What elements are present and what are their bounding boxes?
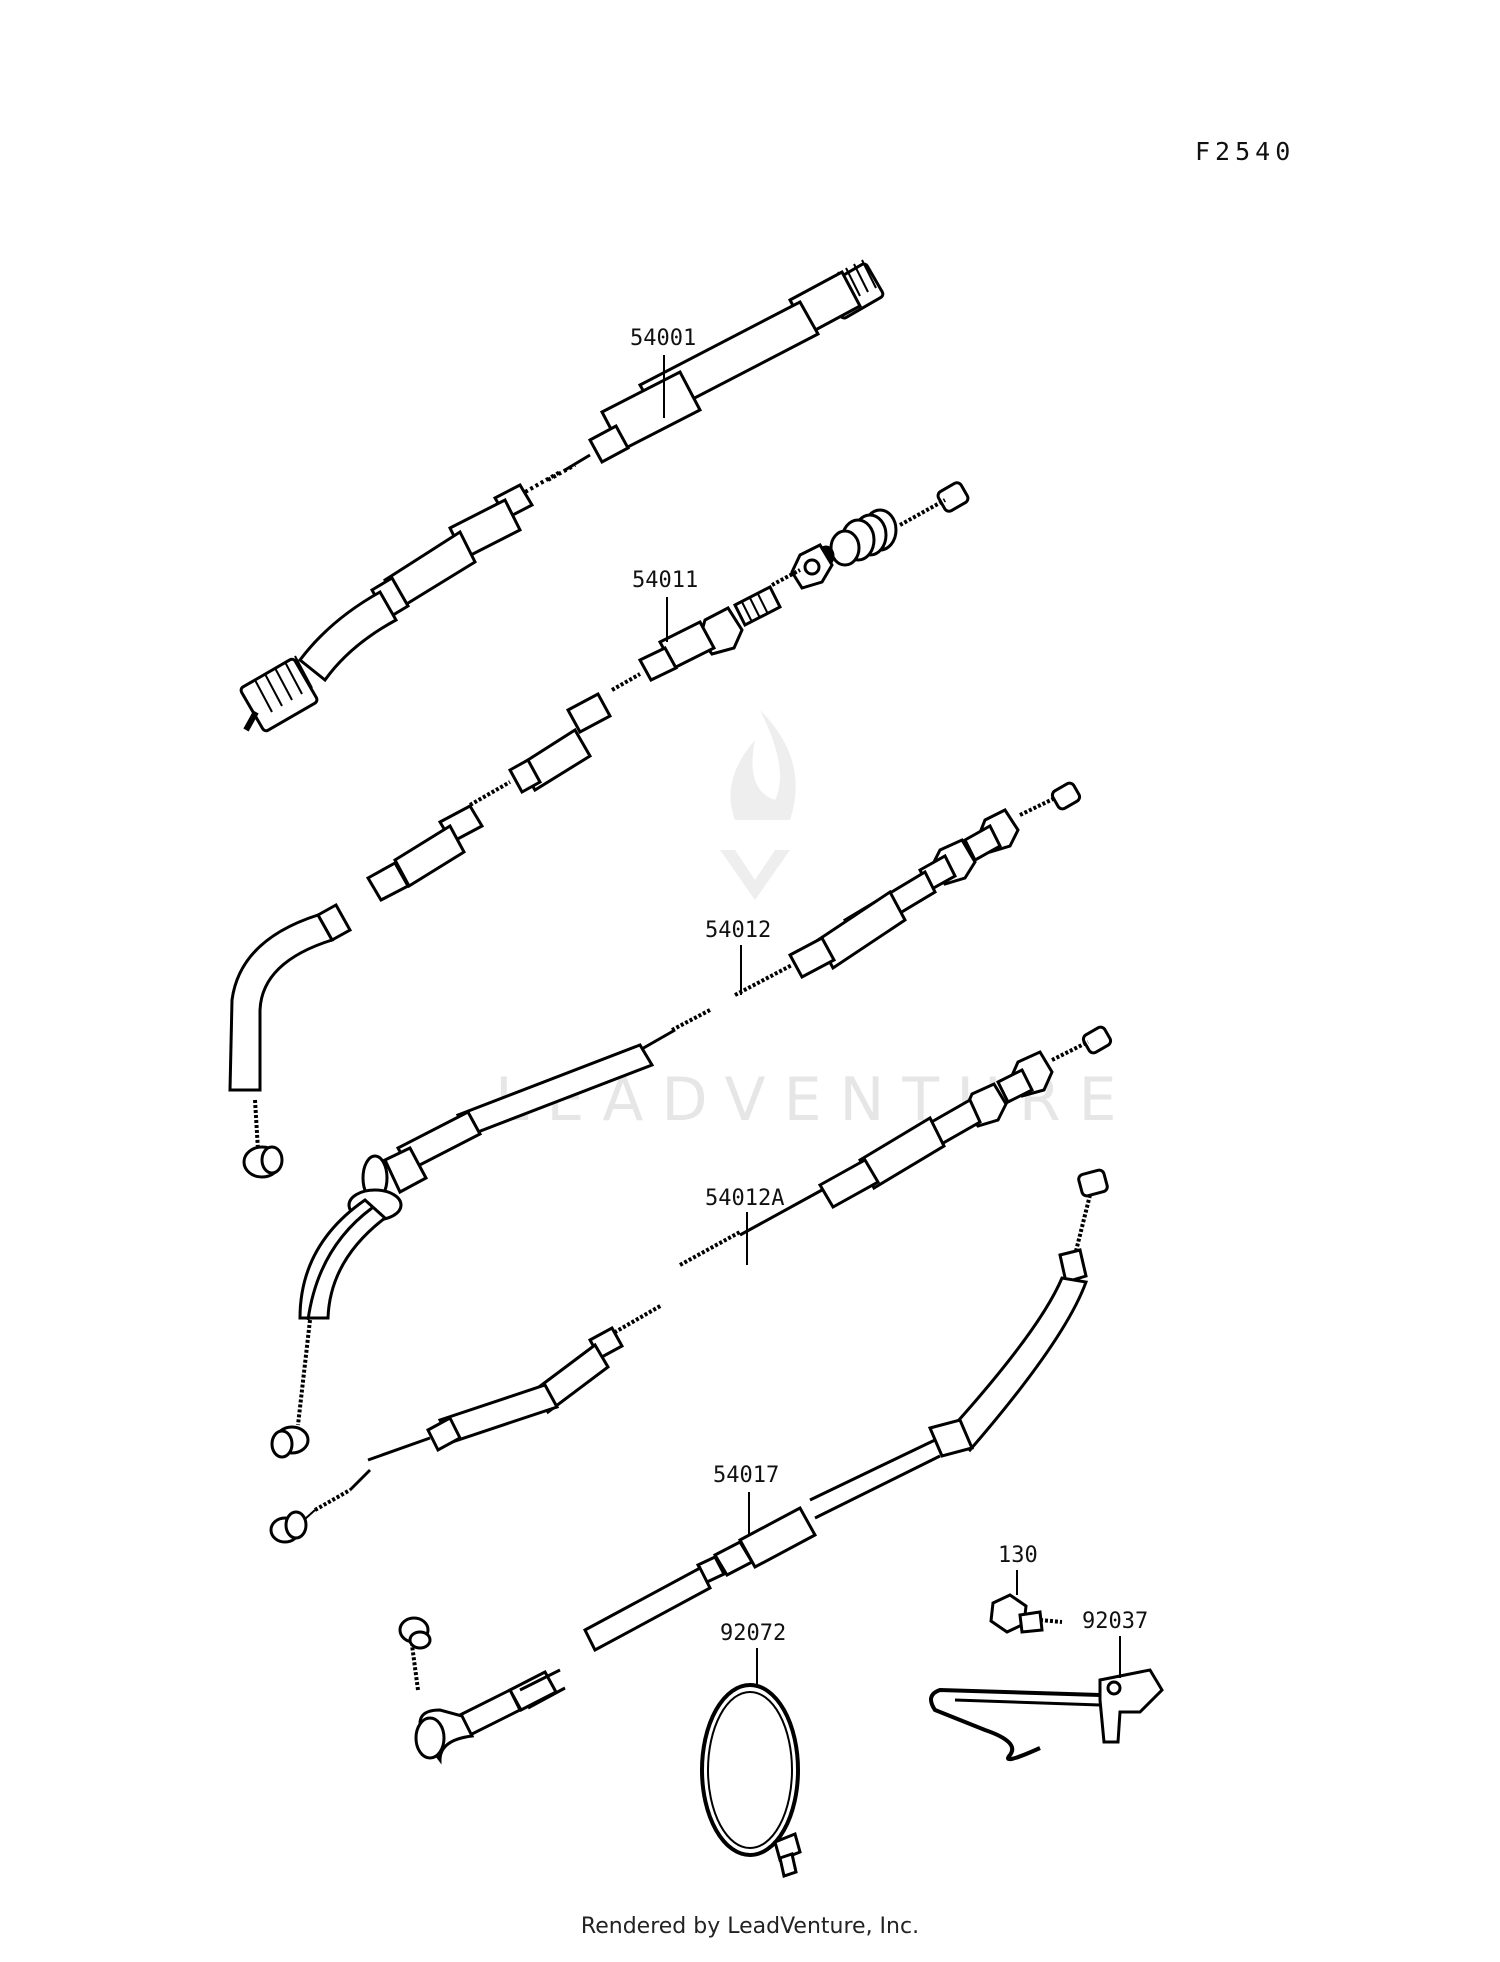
ref-label-54001: 54001 — [630, 326, 696, 351]
ref-label-54012: 54012 — [705, 918, 771, 943]
cable-clamp-92037[interactable]: 92037 — [929, 1609, 1164, 1762]
bolt-130[interactable]: 130 — [989, 1543, 1063, 1634]
cable-band-92072[interactable]: 92072 — [700, 1621, 802, 1878]
ref-label-54012A: 54012A — [705, 1186, 784, 1211]
rendered-by-footer: Rendered by LeadVenture, Inc. — [580, 1914, 920, 1939]
ref-label-130: 130 — [998, 1543, 1038, 1568]
throttle-cable-54011[interactable]: 54011 — [228, 481, 970, 1179]
throttle-cable-54012[interactable]: 54012 — [270, 781, 1082, 1459]
choke-cable-54017[interactable]: 54017 — [398, 1168, 1109, 1765]
figure-code: F2540 — [1195, 137, 1295, 166]
ref-label-92037: 92037 — [1082, 1609, 1148, 1634]
ref-label-54011: 54011 — [632, 568, 698, 593]
speedometer-cable-54001[interactable]: 54001 — [239, 259, 885, 733]
throttle-cable-54012A[interactable]: 54012A — [269, 1025, 1113, 1544]
ref-label-92072: 92072 — [720, 1621, 786, 1646]
ref-label-54017: 54017 — [713, 1463, 779, 1488]
